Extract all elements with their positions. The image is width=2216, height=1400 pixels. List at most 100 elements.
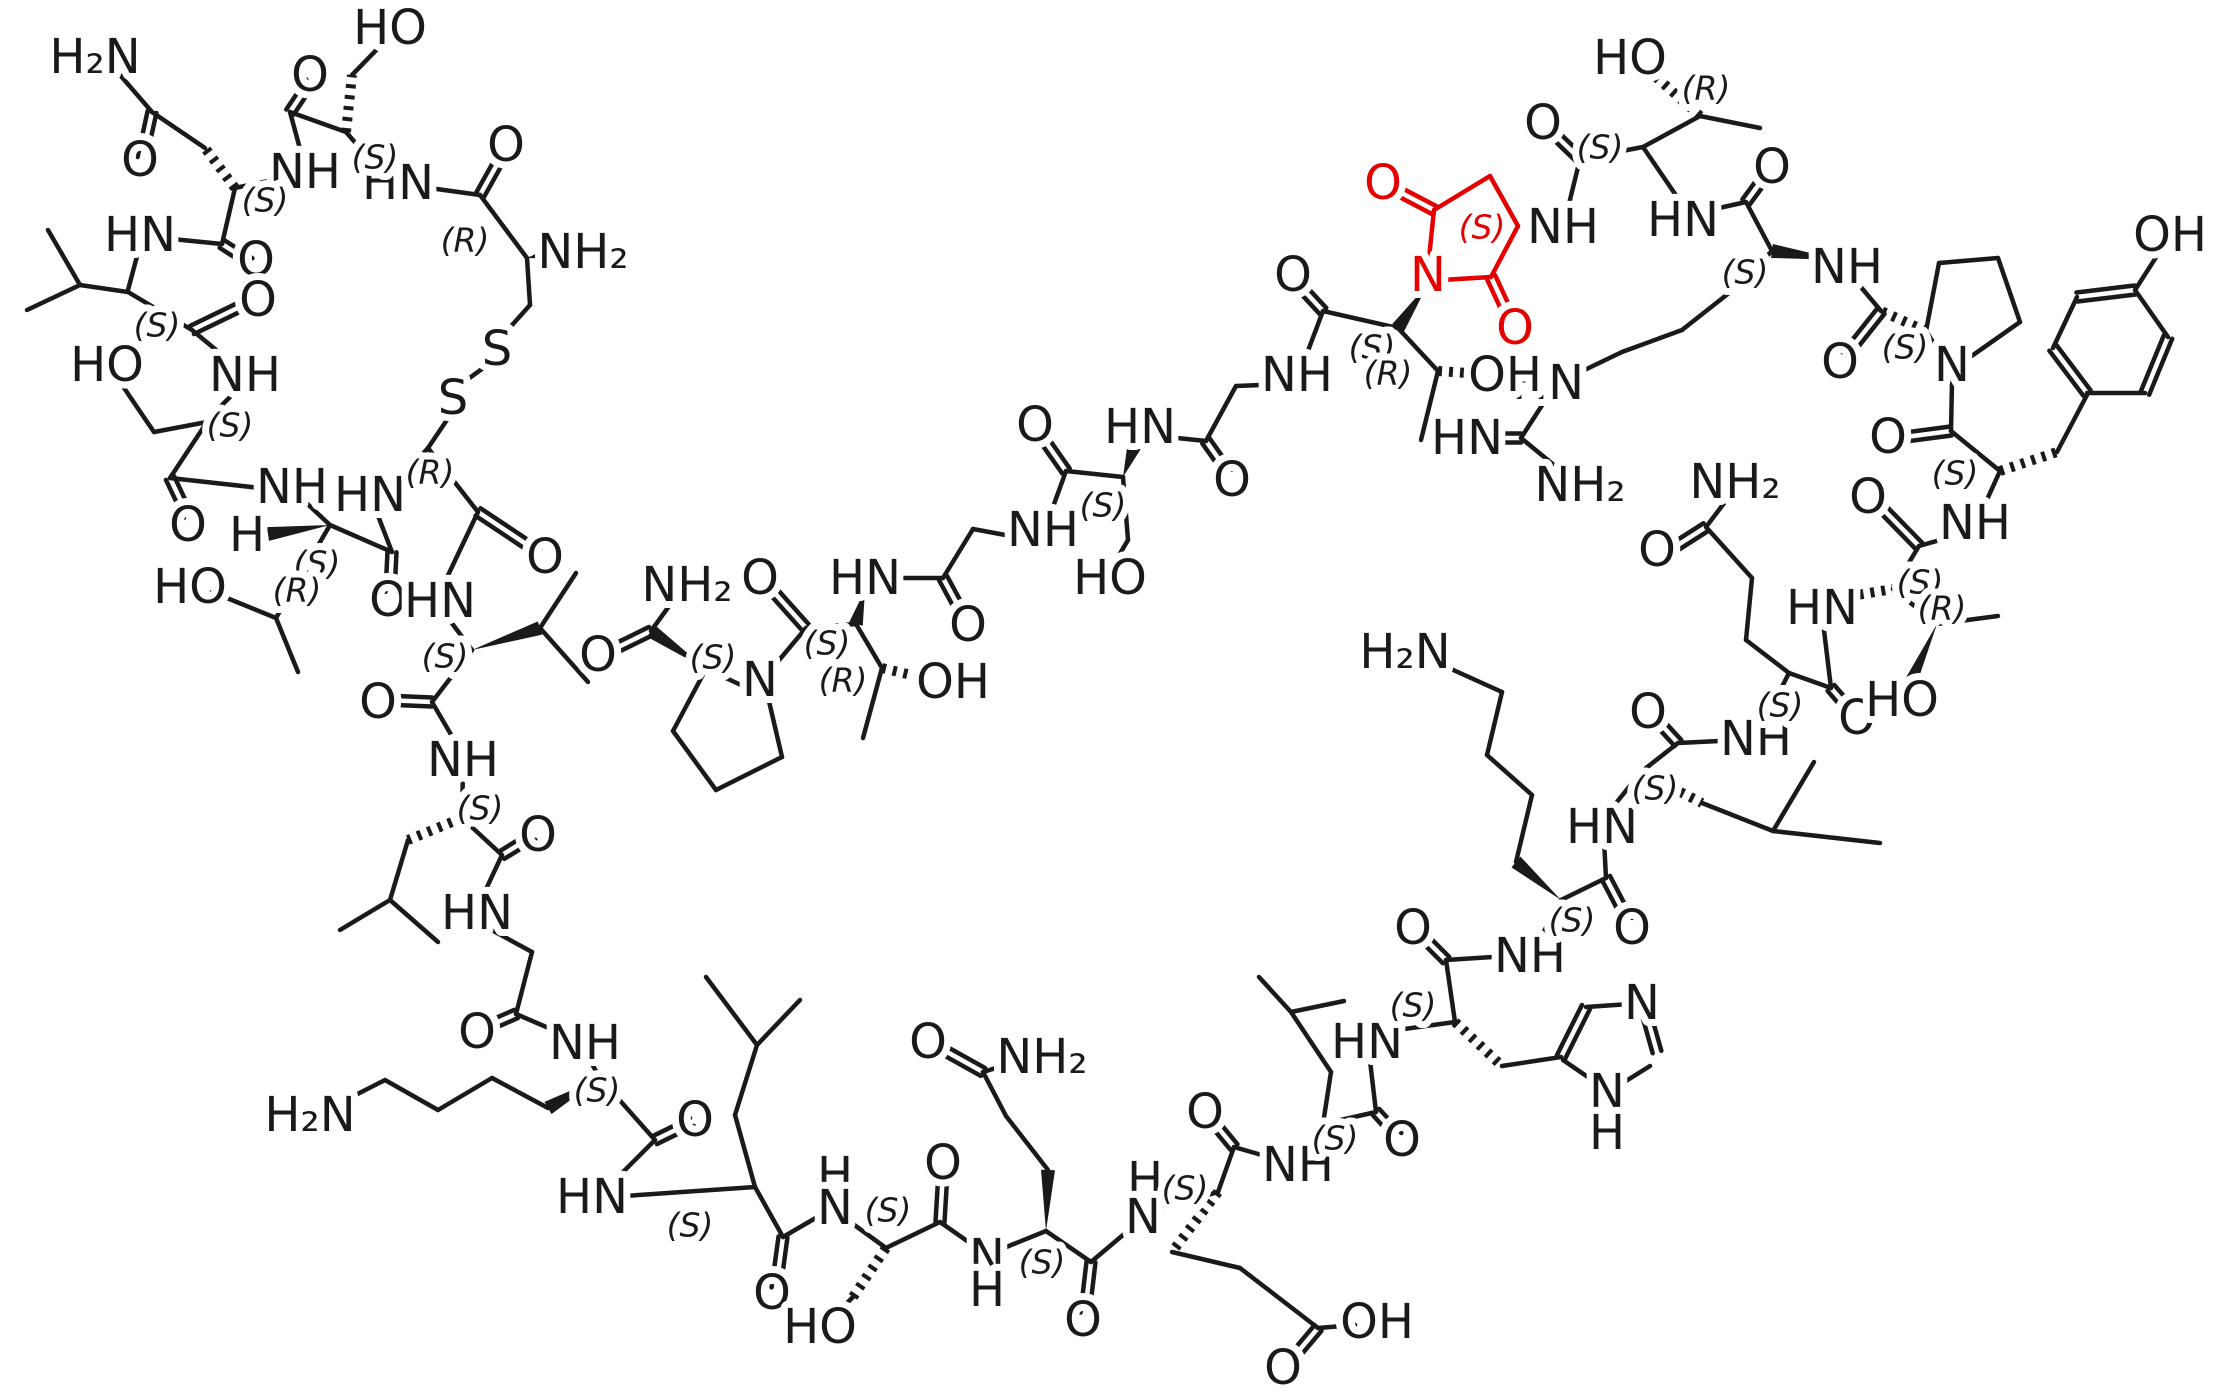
atom-label: S	[438, 370, 468, 426]
atom-label: O	[1869, 409, 1907, 465]
bond	[204, 379, 248, 423]
atom-label: O	[753, 1265, 791, 1321]
bond	[479, 1007, 517, 1027]
stereo-label: (S)	[1932, 454, 1979, 493]
atom-label: HN	[556, 1169, 628, 1225]
stereo-label: (S)	[574, 1071, 621, 1110]
bond	[1437, 661, 1505, 695]
bond	[1699, 800, 1776, 834]
wedge-bond	[1041, 1169, 1055, 1231]
bond	[382, 693, 435, 700]
stereo-label: (R)	[273, 571, 322, 610]
bond	[1443, 957, 1458, 1025]
atom-label: NH	[1494, 928, 1566, 984]
bond	[383, 549, 390, 595]
bond	[291, 82, 316, 117]
atom-label: H	[817, 1147, 853, 1203]
bond	[1689, 199, 1749, 217]
bond	[939, 1041, 988, 1071]
stereo-label: (S)	[1019, 1243, 1066, 1282]
bond	[1697, 113, 1763, 131]
bond	[477, 852, 505, 905]
atom-label: NH	[1720, 711, 1792, 767]
atom-label: HN	[1431, 410, 1503, 466]
atom-label: NH	[427, 732, 499, 788]
bond	[703, 666, 755, 693]
bond	[1675, 737, 1743, 746]
bond	[1203, 383, 1239, 444]
bond	[603, 624, 652, 651]
bond	[222, 237, 255, 261]
bond	[2050, 294, 2080, 351]
bond	[2075, 292, 2138, 304]
bond	[1923, 328, 1955, 375]
bond	[2054, 392, 2090, 455]
bond	[473, 147, 503, 196]
bond	[1484, 752, 1535, 798]
bond	[991, 1228, 1049, 1255]
bond	[412, 183, 483, 198]
atom-label: HN	[1566, 799, 1638, 855]
bond	[163, 477, 187, 521]
atom-label: NH	[1811, 239, 1883, 295]
atom-label: NH	[1007, 502, 1079, 558]
bond	[1204, 1118, 1233, 1153]
bond	[1878, 498, 1925, 546]
atom-label: HN	[1331, 1014, 1403, 1070]
bond	[933, 1169, 941, 1224]
bond	[429, 699, 463, 753]
bond	[1948, 379, 1955, 434]
bond	[1451, 1018, 1506, 1070]
bond	[1387, 189, 1435, 217]
bond	[537, 570, 579, 631]
bond	[297, 494, 333, 528]
bond	[1063, 468, 1126, 480]
bond	[773, 584, 812, 628]
atom-label: N	[1934, 337, 1970, 393]
bond	[439, 509, 481, 591]
bond	[219, 185, 238, 247]
bond	[425, 405, 458, 451]
bond	[1237, 1265, 1321, 1331]
bond	[1679, 290, 1732, 333]
bond	[1847, 311, 1887, 361]
bond	[481, 151, 511, 200]
bond	[713, 754, 785, 793]
bond	[1619, 327, 1685, 355]
bond	[474, 919, 535, 955]
atom-label: NH	[269, 144, 341, 200]
bond	[1288, 1009, 1334, 1075]
atom-label: O	[359, 674, 397, 730]
bond	[171, 473, 195, 517]
bond	[477, 192, 530, 261]
bond	[1320, 1109, 1379, 1127]
bond	[287, 109, 306, 163]
bond	[853, 621, 885, 671]
stereo-label: (S)	[1577, 128, 1624, 167]
atom-label: HN	[334, 467, 406, 523]
wedge-bond	[1123, 444, 1141, 477]
bond	[765, 694, 785, 760]
bond	[125, 289, 195, 333]
atom-label: O	[924, 1135, 962, 1191]
bond	[1484, 689, 1505, 758]
bond	[1418, 368, 1441, 443]
bond	[602, 1137, 658, 1193]
stereo-label: (S)	[242, 181, 289, 220]
atom-label: O	[1849, 469, 1887, 525]
bond	[1088, 1221, 1139, 1265]
wedge-bond	[849, 590, 865, 626]
stereo-label: (S)	[352, 138, 399, 177]
atom-label: O	[121, 132, 159, 188]
atom-label: H	[969, 1262, 1005, 1318]
stereo-label: (S)	[1390, 986, 1437, 1025]
bond	[167, 419, 210, 481]
bond	[201, 145, 239, 191]
bond	[1896, 433, 1954, 445]
atom-label: O	[526, 529, 564, 585]
bond	[1377, 1106, 1404, 1136]
bond	[1648, 1009, 1664, 1054]
bond	[607, 1184, 758, 1200]
atom-label: HO	[153, 559, 227, 615]
atom-label: O	[1753, 139, 1791, 195]
